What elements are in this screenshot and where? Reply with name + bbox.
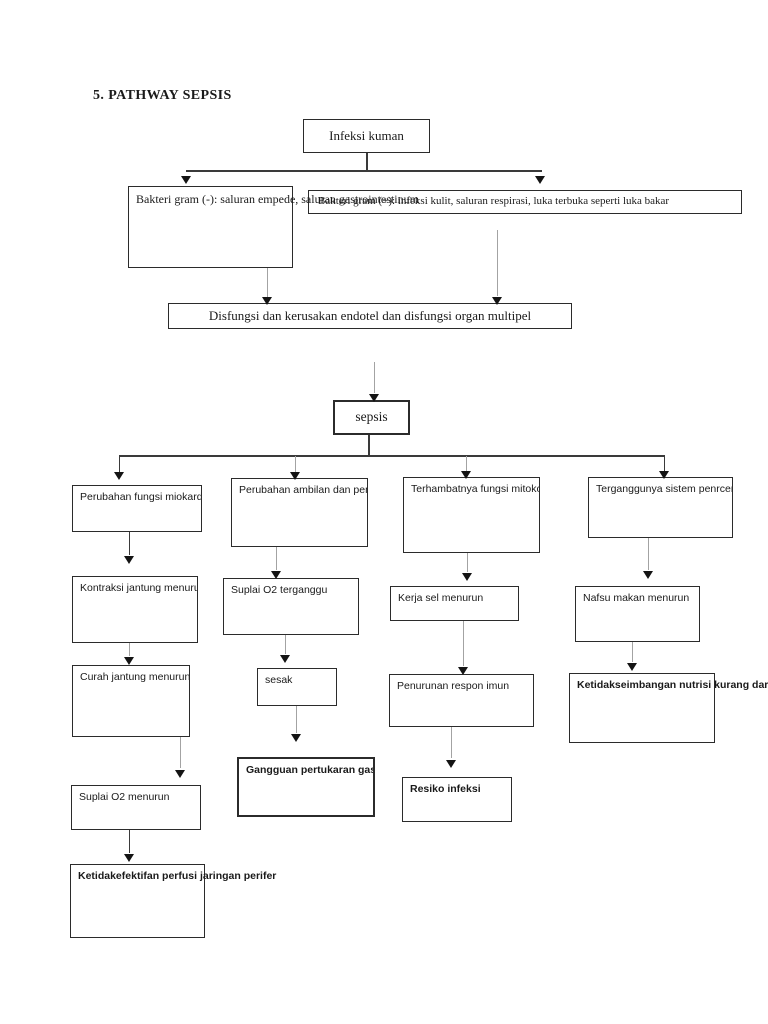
connector-line [368,435,370,456]
node-bakteri-gram-positif: Bakteri gram (+): infeksi kulit, saluran… [308,190,742,214]
connector-line [647,538,649,570]
arrowhead-down-icon [124,657,134,665]
node-sesak: sesak [257,668,337,706]
connector-line [128,643,130,656]
arrowhead-down-icon [271,571,281,579]
connector-line [128,830,130,853]
arrowhead-down-icon [369,394,379,402]
connector-line [294,456,296,472]
connector-line [466,553,468,572]
page-title: 5. PATHWAY SEPSIS [93,88,232,103]
arrowhead-down-icon [280,655,290,663]
connector-line [284,635,286,654]
node-terhambatnya-fungsi-mitokondria: Terhambatnya fungsi mitokondria [403,477,540,553]
connector-line [266,268,268,297]
arrowhead-down-icon [627,663,637,671]
node-infeksi-kuman: Infeksi kuman [303,119,430,153]
connector-line [631,642,633,662]
connector-line [663,456,665,471]
node-disfungsi-endotel: Disfungsi dan kerusakan endotel dan disf… [168,303,572,329]
arrowhead-down-icon [643,571,653,579]
connector-line [465,456,467,471]
node-terganggunya-sistem-pencernaan: Terganggunya sistem penrcernaan [588,477,733,538]
arrowhead-down-icon [175,770,185,778]
arrowhead-down-icon [181,176,191,184]
connector-line [128,532,130,555]
arrowhead-down-icon [458,667,468,675]
connector-line [373,362,375,393]
arrowhead-down-icon [262,297,272,305]
connector-line [366,153,368,171]
node-perubahan-fungsi-miokardium: Perubahan fungsi miokardium [72,485,202,532]
connector-line [496,230,498,296]
connector-line [295,706,297,733]
connector-line [179,737,181,768]
connector-line [275,547,277,570]
connector-line [462,621,464,666]
node-bakteri-gram-negatif: Bakteri gram (-): saluran empede, salura… [128,186,419,268]
connector-line [119,455,665,457]
node-ketidakseimbangan-nutrisi: Ketidakseimbangan nutrisi kurang dari ke… [569,673,768,743]
node-curah-jantung-menurun: Curah jantung menurun [72,665,190,737]
arrowhead-down-icon [290,472,300,480]
arrowhead-down-icon [291,734,301,742]
node-suplai-o2-menurun: Suplai O2 menurun [71,785,201,830]
arrowhead-down-icon [535,176,545,184]
node-kontraksi-jantung-menurun: Kontraksi jantung menurun [72,576,198,643]
node-kerja-sel-menurun: Kerja sel menurun [390,586,519,621]
node-perubahan-ambilan-penyerapan-o2: Perubahan ambilan dan penyerapan O2 [231,478,368,547]
arrowhead-down-icon [114,472,124,480]
node-nafsu-makan-menurun: Nafsu makan menurun [575,586,700,642]
node-resiko-infeksi: Resiko infeksi [402,777,512,822]
arrowhead-down-icon [124,854,134,862]
arrowhead-down-icon [124,556,134,564]
node-gangguan-pertukaran-gas: Gangguan pertukaran gas [237,757,375,817]
connector-line [450,727,452,758]
node-penurunan-respon-imun: Penurunan respon imun [389,674,534,727]
arrowhead-down-icon [446,760,456,768]
arrowhead-down-icon [492,297,502,305]
connector-line [118,456,120,472]
node-sepsis: sepsis [333,400,410,435]
connector-line [186,170,542,172]
node-ketidakefektifan-perfusi-jaringan-perifer: Ketidakefektifan perfusi jaringan perife… [70,864,276,938]
arrowhead-down-icon [462,573,472,581]
arrowhead-down-icon [659,471,669,479]
node-suplai-o2-terganggu: Suplai O2 terganggu [223,578,359,635]
arrowhead-down-icon [461,471,471,479]
